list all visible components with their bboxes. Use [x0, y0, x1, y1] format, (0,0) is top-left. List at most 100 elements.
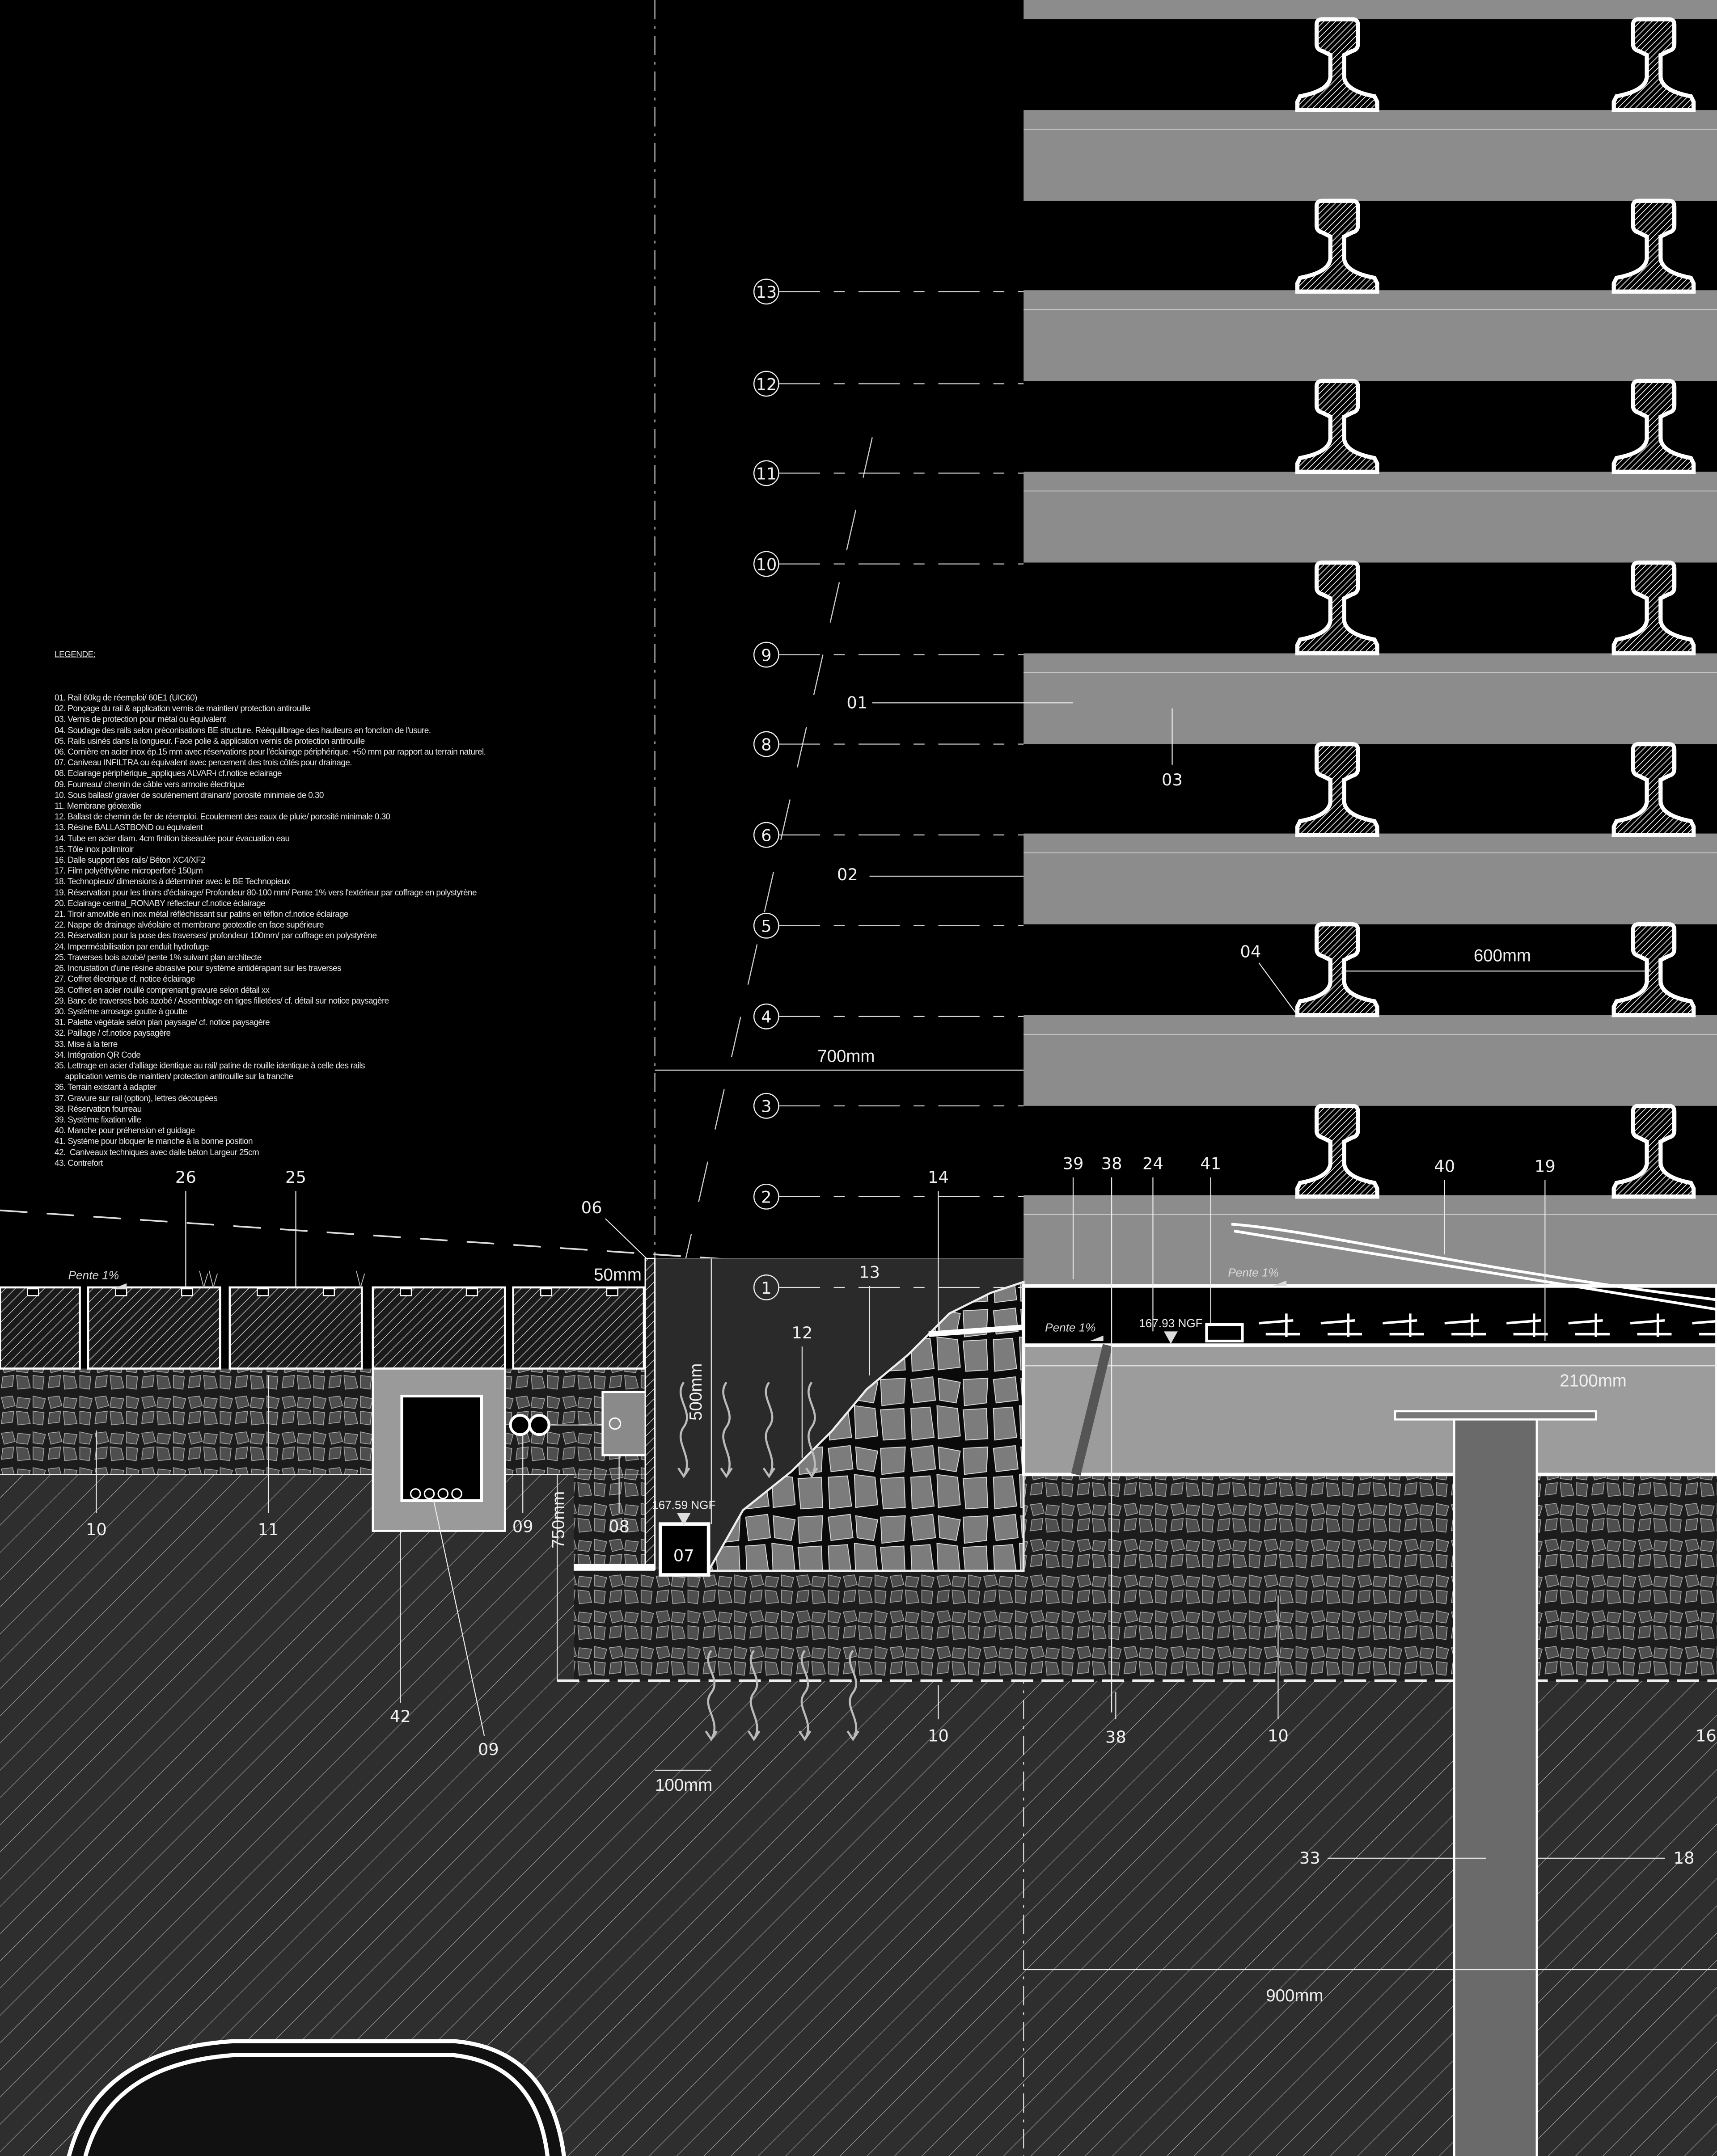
- legend-item: 23. Réservation pour la pose des travers…: [55, 931, 377, 941]
- slope-label: Pente 1%: [1228, 1266, 1278, 1279]
- legend-item: 38. Réservation fourreau: [55, 1104, 142, 1114]
- legend: LEGENDE: 01. Rail 60kg de réemploi/ 60E1…: [55, 628, 486, 1190]
- water-arrow-icon: [846, 1650, 859, 1742]
- section-marker-label: 2: [761, 1188, 771, 1207]
- legend-item: 12. Ballast de chemin de fer de réemploi…: [55, 812, 390, 822]
- callout-41: 41: [1200, 1154, 1221, 1173]
- drawer-mark: [1506, 1313, 1548, 1337]
- dimension-100mm: 100mm: [655, 1776, 712, 1795]
- callout-16: 16: [1696, 1726, 1717, 1745]
- water-arrow-icon: [720, 1381, 733, 1478]
- legend-item: 36. Terrain existant à adapter: [55, 1083, 156, 1093]
- plant-icon: [199, 1270, 208, 1288]
- legend-item: 26. Incrustation d'une résine abrasive p…: [55, 964, 342, 974]
- legend-item: 39. Système fixation ville: [55, 1115, 141, 1125]
- legend-item: 41. Système pour bloquer le manche à la …: [55, 1137, 253, 1147]
- underground-tunnel: [67, 2039, 566, 2156]
- water-arrow-icon: [705, 1650, 718, 1742]
- abrasive-insert: [322, 1288, 335, 1296]
- water-arrow-icon: [677, 1381, 690, 1478]
- callout-02: 02: [837, 865, 858, 884]
- legend-item: 07. Caniveau INFILTRA ou équivalent avec…: [55, 758, 352, 768]
- slope-arrow-icon: [1273, 1280, 1286, 1286]
- drawer-mark: [1320, 1313, 1362, 1337]
- legend-item: 37. Gravure sur rail (option), lettres d…: [55, 1093, 218, 1103]
- water-flow-arrows: [677, 1381, 859, 1742]
- sleeper: [0, 1286, 81, 1370]
- handle: [1231, 1223, 1717, 1311]
- drawer-mark: [1692, 1320, 1717, 1336]
- sleeper: [372, 1286, 506, 1370]
- dimension-50mm: 50mm: [594, 1266, 642, 1285]
- legend-item: 09. Fourreau/ chemin de câble vers armoi…: [55, 780, 245, 789]
- diagonal-dash-line: [657, 437, 873, 1383]
- dimension-500mm: 500mm: [686, 1363, 706, 1421]
- section-marker-label: 13: [756, 283, 777, 302]
- slope-arrow-icon: [1089, 1335, 1104, 1341]
- callout-01: 01: [846, 693, 867, 713]
- concrete-slab: [1022, 1343, 1717, 1477]
- legend-item: 04. Soudage des rails selon préconisatio…: [55, 726, 431, 735]
- section-marker-label: 9: [761, 646, 771, 665]
- legend-item: 19. Réservation pour les tiroirs d'éclai…: [55, 888, 477, 898]
- abrasive-insert: [257, 1288, 269, 1296]
- legend-item: 24. Imperméabilisation par enduit hydrof…: [55, 942, 209, 952]
- legend-item: 17. Film polyéthylène microperforé 150µm: [55, 866, 203, 876]
- callout-09: 09: [512, 1517, 533, 1536]
- callout-10: 10: [1268, 1726, 1289, 1745]
- legend-item: 05. Rails usinés dans la longueur. Face …: [55, 736, 365, 746]
- water-arrow-icon: [747, 1650, 761, 1742]
- legend-item: 34. Intégration QR Code: [55, 1050, 141, 1060]
- callout-08: 08: [609, 1517, 630, 1536]
- drawer-mark: [1383, 1313, 1424, 1337]
- technical-gutter: [372, 1367, 506, 1532]
- callout-33: 33: [1299, 1848, 1320, 1868]
- cable-conduits: [509, 1414, 603, 1436]
- legend-item: 22. Nappe de drainage alvéolaire et memb…: [55, 920, 324, 930]
- dimension-900mm: 900mm: [1266, 1986, 1323, 2005]
- level-label: 167.59 NGF: [652, 1498, 715, 1511]
- callout-14: 14: [928, 1168, 949, 1187]
- legend-item: 08. Eclairage périphérique_appliques ALV…: [55, 769, 282, 779]
- drawer-mark: [1630, 1313, 1672, 1337]
- legend-item: 20. Eclairage central_RONABY réflecteur …: [55, 899, 266, 908]
- rail-bench-elevation: [1023, 0, 1717, 1286]
- sleeper: [512, 1286, 645, 1370]
- legend-list: 01. Rail 60kg de réemploi/ 60E1 (UIC60) 0…: [55, 693, 486, 1169]
- legend-item: 03. Vernis de protection pour métal ou é…: [55, 715, 226, 725]
- sleeper: [1023, 0, 1717, 20]
- leader-line: [1258, 962, 1298, 1016]
- section-marker-label: 11: [756, 464, 777, 483]
- callout-09: 09: [478, 1740, 499, 1759]
- dimension-700mm: 700mm: [817, 1046, 875, 1066]
- lighting-drawers: [1259, 1313, 1717, 1337]
- steel-angle: [574, 1257, 656, 1571]
- callout-19: 19: [1535, 1156, 1556, 1176]
- section-marker-label: 4: [761, 1008, 771, 1027]
- legend-item: 01. Rail 60kg de réemploi/ 60E1 (UIC60): [55, 693, 197, 703]
- callout-42: 42: [390, 1707, 411, 1726]
- legend-item: 10. Sous ballast/ gravier de soutènement…: [55, 790, 324, 800]
- dimension-2100mm: 2100mm: [1560, 1371, 1627, 1390]
- callout-25: 25: [285, 1168, 306, 1187]
- leader-line: [605, 1218, 647, 1259]
- legend-item: 21. Tiroir amovible en inox métal réfléc…: [55, 910, 349, 920]
- callout-04: 04: [1240, 942, 1261, 962]
- leader-lines: [96, 702, 1717, 1970]
- lighting-channel: [1022, 1284, 1717, 1347]
- legend-item: 40. Manche pour préhension et guidage: [55, 1126, 195, 1136]
- legend-item: 42. Caniveaux techniques avec dalle béto…: [55, 1148, 259, 1157]
- callout-26: 26: [175, 1168, 196, 1187]
- callout-18: 18: [1674, 1848, 1695, 1868]
- callout-07: 07: [673, 1546, 694, 1565]
- legend-item: application vernis de maintien/ protecti…: [55, 1072, 293, 1082]
- legend-item: 32. Paillage / cf.notice paysagère: [55, 1029, 171, 1038]
- legend-item: 25. Traverses bois azobé/ pente 1% suiva…: [55, 953, 262, 962]
- callout-10: 10: [86, 1520, 107, 1539]
- abrasive-insert: [465, 1288, 478, 1296]
- legend-item: 35. Lettrage en acier d'alliage identiqu…: [55, 1061, 365, 1071]
- callout-24: 24: [1142, 1154, 1163, 1173]
- pile-cap: [1394, 1410, 1597, 1421]
